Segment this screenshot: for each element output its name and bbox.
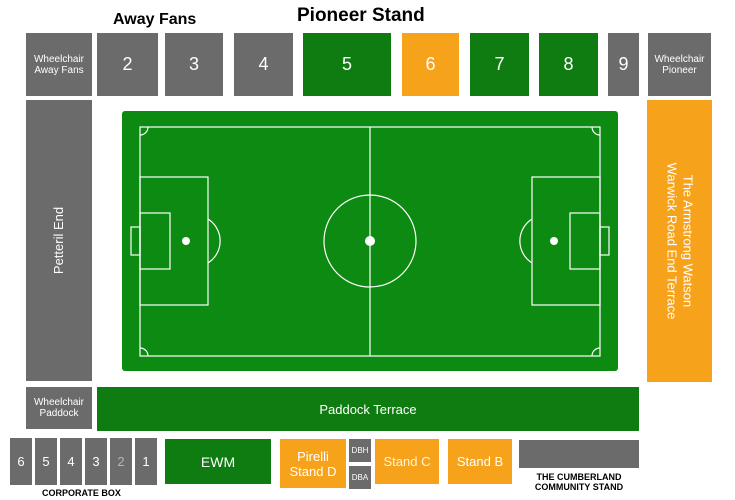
block-4[interactable]: 4 — [234, 33, 293, 96]
block-3[interactable]: 3 — [165, 33, 223, 96]
corporate-box-6[interactable]: 6 — [10, 438, 32, 485]
ewm-stand[interactable]: EWM — [165, 439, 271, 484]
corporate-box-5[interactable]: 5 — [35, 438, 57, 485]
cumberland-community-stand-label: THE CUMBERLAND COMMUNITY STAND — [522, 472, 636, 492]
wheelchair-away-fans-label-2: Away Fans — [34, 64, 84, 76]
wheelchair-pioneer-label-2: Pioneer — [662, 64, 697, 76]
warwick-road-end-label-2: Warwick Road End Terrace — [664, 162, 680, 320]
pirelli-stand-d[interactable]: Pirelli Stand D — [280, 439, 346, 488]
corporate-box-2[interactable]: 2 — [110, 438, 132, 485]
away-fans-title: Away Fans — [113, 11, 197, 28]
dbh-block[interactable]: DBH — [349, 439, 371, 462]
pirelli-stand-d-label-2: Stand D — [289, 463, 337, 479]
stand-b[interactable]: Stand B — [448, 439, 512, 484]
corporate-box-label: CORPORATE BOX — [42, 488, 121, 498]
pioneer-stand-title: Pioneer Stand — [297, 5, 425, 26]
wheelchair-pioneer-block[interactable]: Wheelchair Pioneer — [648, 33, 711, 96]
warwick-road-end-label: The Armstrong Watson Warwick Road End Te… — [664, 163, 696, 320]
petteril-end-stand[interactable]: Petteril End — [26, 100, 92, 381]
cumberland-label-2: COMMUNITY STAND — [534, 482, 624, 492]
football-pitch — [122, 111, 618, 371]
petteril-end-label: Petteril End — [51, 206, 67, 275]
pirelli-stand-d-label-1: Pirelli — [297, 448, 329, 464]
block-7[interactable]: 7 — [470, 33, 529, 96]
wheelchair-away-fans-block[interactable]: Wheelchair Away Fans — [26, 33, 92, 96]
block-2[interactable]: 2 — [97, 33, 158, 96]
corporate-box-3[interactable]: 3 — [85, 438, 107, 485]
wheelchair-paddock-label-2: Paddock — [39, 408, 79, 419]
corporate-box-4[interactable]: 4 — [60, 438, 82, 485]
wheelchair-paddock-block[interactable]: Wheelchair Paddock — [26, 387, 92, 429]
block-9[interactable]: 9 — [608, 33, 639, 96]
block-8[interactable]: 8 — [539, 33, 598, 96]
pitch-markings — [130, 126, 610, 357]
wheelchair-paddock-label-1: Wheelchair — [33, 397, 85, 408]
wheelchair-pioneer-label-1: Wheelchair — [654, 53, 705, 65]
corporate-box-1[interactable]: 1 — [135, 438, 157, 485]
block-6[interactable]: 6 — [402, 33, 459, 96]
paddock-terrace-block[interactable]: Paddock Terrace — [97, 387, 639, 431]
warwick-road-end-stand[interactable]: The Armstrong Watson Warwick Road End Te… — [647, 100, 712, 382]
stand-c[interactable]: Stand C — [375, 439, 439, 484]
dba-block[interactable]: DBA — [349, 466, 371, 489]
block-5[interactable]: 5 — [303, 33, 391, 96]
cumberland-label-1: THE CUMBERLAND — [536, 472, 622, 482]
warwick-road-end-label-1: The Armstrong Watson — [680, 174, 696, 308]
wheelchair-away-fans-label-1: Wheelchair — [33, 53, 85, 65]
cumberland-community-stand[interactable] — [519, 440, 639, 468]
